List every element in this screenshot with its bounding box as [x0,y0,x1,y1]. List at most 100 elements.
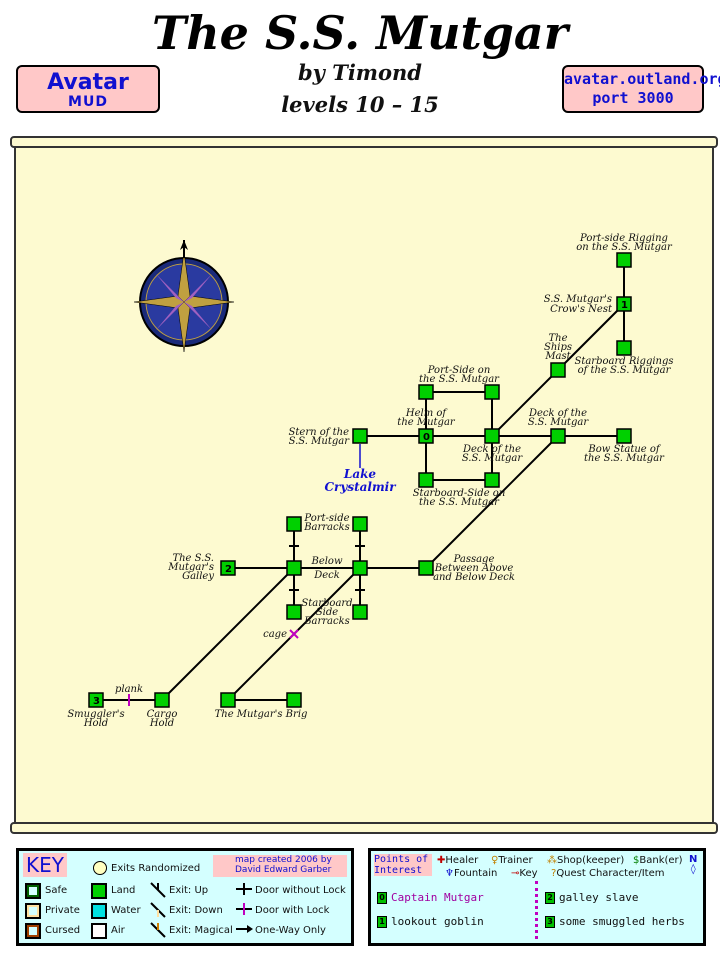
key-exits-randomized: Exits Randomized [111,863,201,874]
room-below-deck-a[interactable] [286,560,302,576]
label-brig: The Mutgar's Brig [215,709,308,720]
key-one-way: One-Way Only [255,925,326,936]
private-swatch-icon [25,903,41,919]
room-sb-rigging[interactable] [616,340,632,356]
key-cursed: Cursed [45,925,81,936]
room-cargo-hold[interactable] [154,692,170,708]
label-cage: cage [263,629,287,640]
key-exit-magical: Exit: Magical [169,925,233,936]
room-number-2: 2 [225,564,232,575]
room-ps-barracks-b[interactable] [352,516,368,532]
map-title: The S.S. Mutgar [152,6,568,60]
quest-icon: ? [551,868,557,879]
room-number-3: 3 [93,696,100,707]
locked-door-cage [289,629,299,639]
legend-fountain: ♆Fountain [445,868,498,879]
legend-key: ⊸Key [511,868,538,879]
label-plank: plank [115,684,143,695]
server-host: avatar.outland.org [564,70,720,88]
room-sb-barracks-a[interactable] [286,604,302,620]
room-ps-barracks-a[interactable] [286,516,302,532]
bank-icon: $ [633,855,640,866]
room-number-0: 0 [423,432,430,443]
exits-randomized-icon [93,861,107,875]
room-deck-right[interactable] [550,428,566,444]
key-title: KEY [23,853,67,877]
room-crows-nest[interactable] [616,296,632,312]
room-brig-a[interactable] [220,692,236,708]
room-deck-center[interactable] [484,428,500,444]
banner-mud-text: MUD [68,94,108,110]
room-brig-b[interactable] [286,692,302,708]
water-swatch-icon [91,903,107,919]
key-safe: Safe [45,885,68,896]
room-starboard-side-b[interactable] [484,472,500,488]
doors-without-lock [289,545,365,591]
room-sb-barracks-b[interactable] [352,604,368,620]
key-icon: ⊸ [511,868,520,879]
room-galley[interactable] [220,560,236,576]
scroll-top-roll [10,136,718,148]
author-byline: by Timond [298,60,422,85]
room-starboard-side-a[interactable] [418,472,434,488]
cursed-swatch-icon [25,923,41,939]
room-stern[interactable] [352,428,368,444]
key-land: Land [111,885,136,896]
map-credit: map created 2006 by David Edward Garber [213,855,347,877]
north-arrow-icon: N◊ [689,854,698,875]
key-exit-down: Exit: Down [169,905,223,916]
room-ships-mast[interactable] [550,362,566,378]
room-ps-rigging[interactable] [616,252,632,268]
room-below-deck-b[interactable] [352,560,368,576]
key-door-without-lock: Door without Lock [255,885,346,896]
key-air: Air [111,925,125,936]
key-exit-up: Exit: Up [169,885,209,896]
key-door-with-lock: Door with Lock [255,905,330,916]
legend-shop: ⁂Shop(keeper) [547,855,625,866]
legend-trainer: ♀Trainer [491,855,533,866]
room-port-side-a[interactable] [418,384,434,400]
compass-rose-icon [133,240,235,353]
avatar-mud-banner: Avatar MUD [16,65,160,113]
healer-icon: ✚ [437,855,446,866]
room-smugglers-hold[interactable] [88,692,104,708]
points-of-interest-panel: Points of Interest ✚Healer ♀Trainer ⁂Sho… [368,848,706,946]
door-symbols-icon [236,883,253,933]
poi-divider [535,881,538,939]
map-rooms [88,252,632,708]
safe-swatch-icon [25,883,41,899]
legend-healer: ✚Healer [437,855,479,866]
exit-symbols-icon [150,882,166,938]
fountain-icon: ♆ [445,868,454,879]
banner-avatar-text: Avatar [47,70,129,95]
land-swatch-icon [91,883,107,899]
room-helm[interactable] [418,428,434,444]
air-swatch-icon [91,923,107,939]
room-passage[interactable] [418,560,434,576]
legend-bank: $Bank(er) [633,855,683,866]
map-scroll [14,140,714,828]
room-port-side-b[interactable] [484,384,500,400]
room-number-1: 1 [621,300,628,311]
room-bow-statue[interactable] [616,428,632,444]
map-key-panel: KEY Exits Randomized map created 2006 by… [16,848,354,946]
key-water: Water [111,905,141,916]
